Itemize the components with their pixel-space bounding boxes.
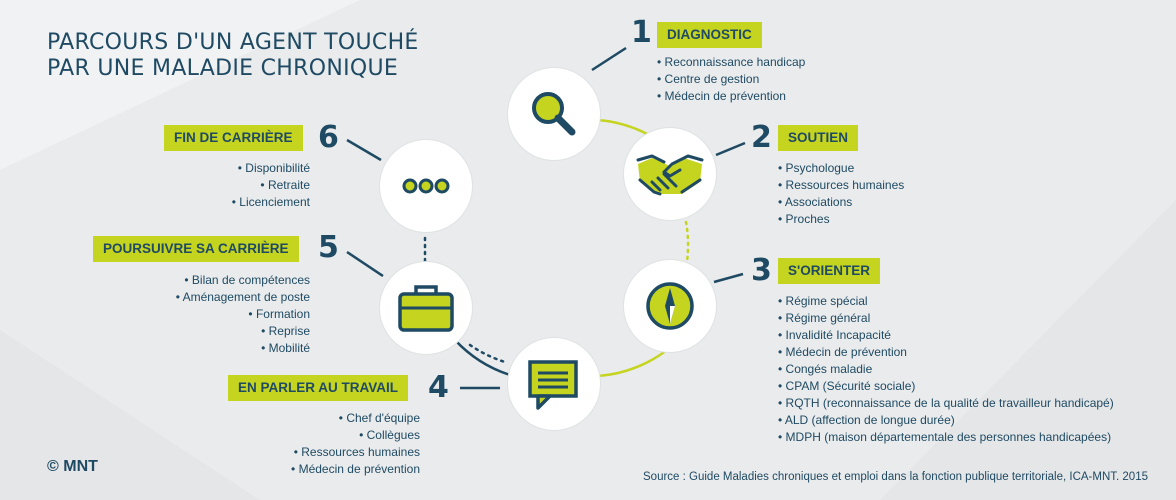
source-note: Source : Guide Maladies chroniques et em…	[643, 471, 1148, 483]
list-item: • Bilan de compétences	[184, 273, 310, 287]
list-item: • Centre de gestion	[657, 72, 760, 86]
step-1-circle	[508, 68, 600, 160]
step-4-label: EN PARLER AU TRAVAIL	[228, 375, 408, 401]
title-line-2: PAR UNE MALADIE CHRONIQUE	[47, 56, 399, 81]
step-3-number: 3	[751, 253, 772, 288]
step-3-circle	[624, 260, 716, 352]
step-6-number: 6	[318, 120, 339, 155]
step-6-label: FIN DE CARRIÈRE	[164, 125, 303, 151]
list-item: • CPAM (Sécurité sociale)	[778, 379, 916, 393]
step-2-number: 2	[751, 120, 772, 155]
step-5-number: 5	[318, 230, 339, 265]
list-item: • Collègues	[359, 428, 420, 442]
handshake-icon	[636, 154, 704, 196]
step-3-list: • Régime spécial • Régime général • Inva…	[778, 293, 1114, 446]
step-5-list: • Bilan de compétences • Aménagement de …	[176, 272, 310, 357]
ellipsis-icon	[402, 178, 450, 194]
speech-bubble-icon	[528, 360, 578, 410]
step-2-label: SOUTIEN	[778, 125, 859, 151]
list-item: • Aménagement de poste	[175, 290, 310, 304]
list-item: • Retraite	[260, 178, 310, 192]
list-item: • Invalidité Incapacité	[778, 328, 891, 342]
list-item: • Médecin de prévention	[778, 345, 907, 359]
list-item: • Disponibilité	[237, 161, 310, 175]
page-title: PARCOURS D'UN AGENT TOUCHÉ PAR UNE MALAD…	[47, 30, 419, 82]
list-item: • Congés maladie	[778, 362, 873, 376]
briefcase-icon	[398, 285, 454, 332]
list-item: • Associations	[778, 195, 853, 209]
step-1-list: • Reconnaissance handicap • Centre de ge…	[657, 54, 805, 105]
list-item: • RQTH (reconnaissance de la qualité de …	[778, 396, 1114, 410]
step-5-label: POURSUIVRE SA CARRIÈRE	[93, 236, 299, 262]
list-item: • Reprise	[261, 324, 310, 338]
step-2-list: • Psychologue • Ressources humaines • As…	[778, 160, 904, 228]
copyright: © MNT	[47, 458, 98, 475]
step-4-list: • Chef d'équipe • Collègues • Ressources…	[291, 410, 420, 478]
step-1-label: DIAGNOSTIC	[657, 22, 762, 48]
list-item: • Psychologue	[778, 161, 855, 175]
list-item: • Formation	[248, 307, 310, 321]
list-item: • Licenciement	[231, 195, 310, 209]
list-item: • Chef d'équipe	[338, 411, 420, 425]
list-item: • Mobilité	[261, 341, 310, 355]
list-item: • Ressources humaines	[778, 178, 905, 192]
compass-icon	[646, 282, 694, 330]
step-5-circle	[380, 262, 472, 354]
list-item: • Ressources humaines	[293, 445, 420, 459]
list-item: • Proches	[778, 212, 830, 226]
list-item: • Régime général	[778, 311, 871, 325]
step-4-circle	[508, 338, 600, 430]
list-item: • Médecin de prévention	[291, 462, 420, 476]
step-1-number: 1	[631, 15, 652, 50]
step-6-list: • Disponibilité • Retraite • Licenciemen…	[232, 160, 310, 211]
list-item: • MDPH (maison départementale des person…	[778, 430, 1112, 444]
step-3-label: S'ORIENTER	[778, 258, 880, 284]
list-item: • Régime spécial	[778, 294, 868, 308]
list-item: • Reconnaissance handicap	[657, 55, 806, 69]
list-item: • ALD (affection de longue durée)	[778, 413, 955, 427]
step-4-number: 4	[428, 370, 449, 405]
title-line-1: PARCOURS D'UN AGENT TOUCHÉ	[47, 30, 419, 55]
step-6-circle	[380, 140, 472, 232]
list-item: • Médecin de prévention	[657, 89, 786, 103]
step-2-circle	[624, 128, 716, 220]
magnifier-icon	[532, 92, 576, 136]
